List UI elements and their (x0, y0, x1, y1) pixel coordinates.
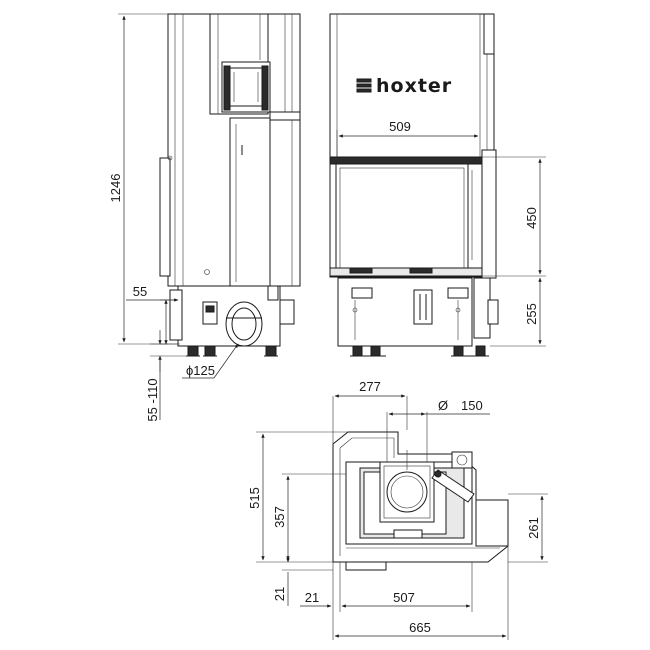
brand-name: hoxter (376, 75, 452, 97)
dim-label-feet-range: 55 -110 (145, 378, 160, 421)
top-handle (431, 469, 475, 503)
dim-label-1246: 1246 (108, 174, 123, 203)
side-left-panel (159, 157, 171, 277)
hoxter-logo-icon (356, 78, 372, 93)
dim-label-509: 509 (389, 119, 411, 134)
side-firebox (229, 117, 271, 289)
dim-label-duct-diameter: ϕ125 (186, 363, 215, 378)
top-view: 277 Ø 150 515 357 261 21 21 507 (247, 379, 548, 640)
dim-label-277: 277 (359, 379, 381, 394)
dim-label-261: 261 (526, 517, 541, 539)
dim-label-21-left: 21 (272, 587, 287, 601)
dim-label-507: 507 (393, 590, 415, 605)
dim-label-55: 55 (133, 284, 147, 299)
dim-label-150: 150 (461, 398, 483, 413)
dim-label-diameter-symbol: Ø (438, 398, 448, 413)
front-air-slider (413, 289, 433, 325)
dim-label-515: 515 (247, 487, 262, 509)
side-foot-mid (204, 345, 216, 357)
dim-label-450: 450 (524, 207, 539, 229)
dim-label-357: 357 (272, 506, 287, 528)
front-glass (335, 163, 469, 273)
front-view: hoxter 509 (329, 13, 546, 357)
dim-label-255: 255 (524, 303, 539, 325)
dim-label-21-bottom: 21 (305, 590, 319, 605)
dim-label-665: 665 (409, 620, 431, 635)
side-foot-left (187, 345, 199, 357)
top-flue-circle (386, 471, 428, 513)
side-foot-right (265, 345, 277, 357)
side-view: 1246 55 55 -110 ϕ125 (108, 13, 301, 422)
